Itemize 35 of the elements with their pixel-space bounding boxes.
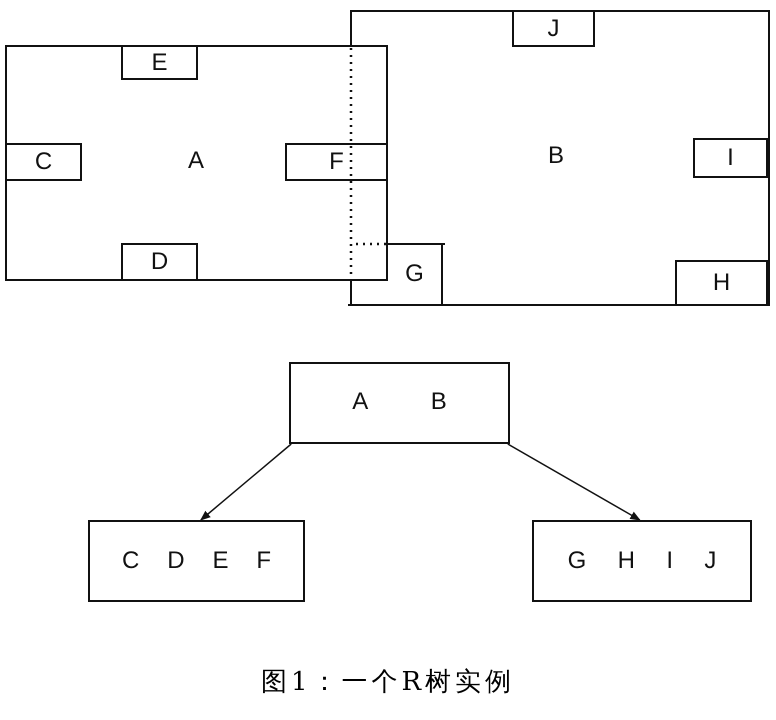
node-label: F: [329, 148, 344, 176]
node-label: I: [666, 547, 673, 575]
node-label: J: [548, 14, 560, 42]
node-label: I: [727, 144, 734, 172]
node-label: G: [405, 260, 424, 288]
rectangle-region: [350, 10, 770, 306]
child-rectangle: [5, 143, 82, 181]
region-label: B: [548, 142, 564, 170]
tree-node-box: [289, 362, 510, 444]
caption: 图1：一个R树实例: [260, 666, 516, 699]
node-label: D: [167, 547, 185, 575]
node-label: C: [122, 547, 140, 575]
child-rectangle: [121, 243, 198, 281]
node-label: E: [212, 547, 228, 575]
child-rectangle: [285, 143, 388, 181]
child-rectangle: [675, 260, 768, 306]
node-label: H: [618, 547, 635, 575]
node-label: F: [256, 547, 272, 575]
node-label: D: [150, 248, 168, 276]
node-label: B: [430, 388, 447, 416]
child-rectangle: [693, 138, 768, 178]
tree-node-box: [88, 520, 305, 602]
child-rectangle: [121, 45, 198, 80]
node-label: G: [568, 547, 586, 575]
node-label: C: [34, 148, 52, 176]
arrow: [507, 443, 641, 521]
node-label: A: [352, 388, 368, 416]
region-label: A: [188, 147, 204, 175]
node-label: H: [712, 269, 730, 297]
arrow: [200, 443, 292, 521]
tree-node-box: [532, 520, 752, 602]
child-rectangle: [512, 10, 595, 47]
node-label: E: [151, 48, 168, 76]
node-label: J: [704, 547, 716, 575]
rectangle-region: [5, 45, 388, 281]
